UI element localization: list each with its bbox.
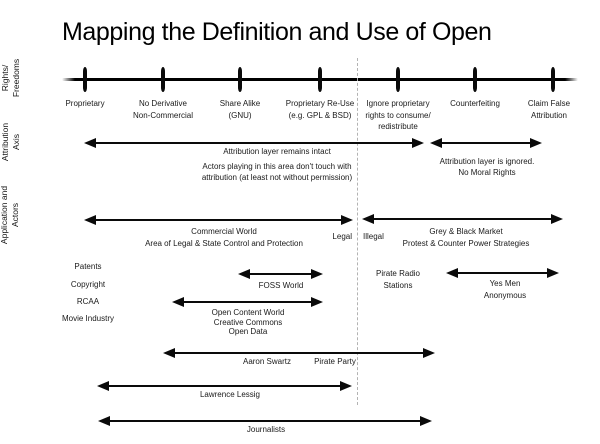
arrowhead-right-icon [530, 138, 542, 148]
arrow-commercial-world [84, 215, 353, 225]
axis-label-proprietary: Proprietary [65, 99, 105, 108]
attribution-intact-note: Actors playing in this area don't touch … [201, 162, 353, 182]
axis-label-claim-false: Claim False Attribution [527, 99, 571, 120]
arrowhead-right-icon [420, 416, 432, 426]
commercial-world-label: Commercial World Area of Legal & State C… [145, 227, 303, 248]
arrowhead-right-icon [311, 269, 323, 279]
arrow-foss-world [238, 269, 323, 279]
arrowhead-right-icon [311, 297, 323, 307]
attribution-intact-label: Attribution layer remains intact [223, 147, 331, 156]
axis-tick [318, 67, 322, 92]
row-label-application-actors: Application and Actors [0, 185, 20, 245]
lawrence-lessig-label: Lawrence Lessig [199, 390, 261, 399]
arrowhead-left-icon [362, 214, 374, 224]
attribution-ignored-label: Attribution layer is ignored. No Moral R… [439, 157, 535, 177]
axis-label-counterfeiting: Counterfeiting [450, 99, 500, 108]
arrow-attribution-intact [84, 138, 424, 148]
arrowhead-left-icon [430, 138, 442, 148]
axis-label-share-alike: Share Alike (GNU) [219, 99, 261, 120]
arrowhead-right-icon [551, 214, 563, 224]
axis-tick [473, 67, 477, 92]
arrowhead-left-icon [84, 138, 96, 148]
arrow-yes-men [446, 268, 559, 278]
grey-black-market-label: Grey & Black Market Protest & Counter Po… [402, 227, 530, 248]
arrow-aaron-pirate [163, 348, 435, 358]
arrowhead-left-icon [97, 381, 109, 391]
illegal-label: Illegal [363, 232, 384, 241]
arrowhead-left-icon [238, 269, 250, 279]
arrowhead-left-icon [84, 215, 96, 225]
arrowhead-left-icon [98, 416, 110, 426]
arrowhead-right-icon [547, 268, 559, 278]
axis-label-proprietary-reuse: Proprietary Re-Use (e.g. GPL & BSD) [285, 99, 355, 120]
pirate-radio-label: Pirate Radio Stations [375, 269, 421, 290]
arrowhead-left-icon [163, 348, 175, 358]
axis-label-no-derivative: No Derivative Non-Commercial [132, 99, 193, 120]
arrowhead-right-icon [412, 138, 424, 148]
actor-copyright: Copyright [70, 280, 106, 289]
legal-label: Legal [332, 232, 352, 241]
axis-tick [83, 67, 87, 92]
actor-movie-industry: Movie Industry [61, 314, 115, 323]
journalists-label: Journalists [246, 425, 286, 434]
foss-world-label: FOSS World [258, 281, 304, 290]
arrow-grey-black-market [362, 214, 563, 224]
arrow-open-content-world [172, 297, 323, 307]
aaron-swartz-label: Aaron Swartz [242, 357, 292, 366]
arrowhead-right-icon [340, 381, 352, 391]
axis-tick [238, 67, 242, 92]
axis-label-ignore-rights: Ignore proprietary rights to consume/ re… [365, 99, 431, 131]
legal-illegal-divider [357, 58, 358, 405]
diagram-title: Mapping the Definition and Use of Open [62, 18, 492, 46]
arrowhead-left-icon [172, 297, 184, 307]
pirate-party-label: Pirate Party [314, 357, 356, 366]
open-content-world-label: Open Content World Creative Commons Open… [211, 308, 285, 336]
arrow-lessig [97, 381, 352, 391]
row-label-attribution-axis: Attribution Axis [0, 122, 21, 162]
arrowhead-right-icon [341, 215, 353, 225]
arrow-journalists [98, 416, 432, 426]
row-label-rights-freedoms: Rights/ Freedoms [0, 58, 21, 98]
axis-tick [551, 67, 555, 92]
axis-tick [161, 67, 165, 92]
axis-tick [396, 67, 400, 92]
actor-rcaa: RCAA [76, 297, 100, 306]
actor-patents: Patents [74, 262, 102, 271]
yes-men-label: Yes Men Anonymous [483, 279, 527, 300]
arrow-attribution-ignored [430, 138, 542, 148]
arrowhead-left-icon [446, 268, 458, 278]
arrowhead-right-icon [423, 348, 435, 358]
